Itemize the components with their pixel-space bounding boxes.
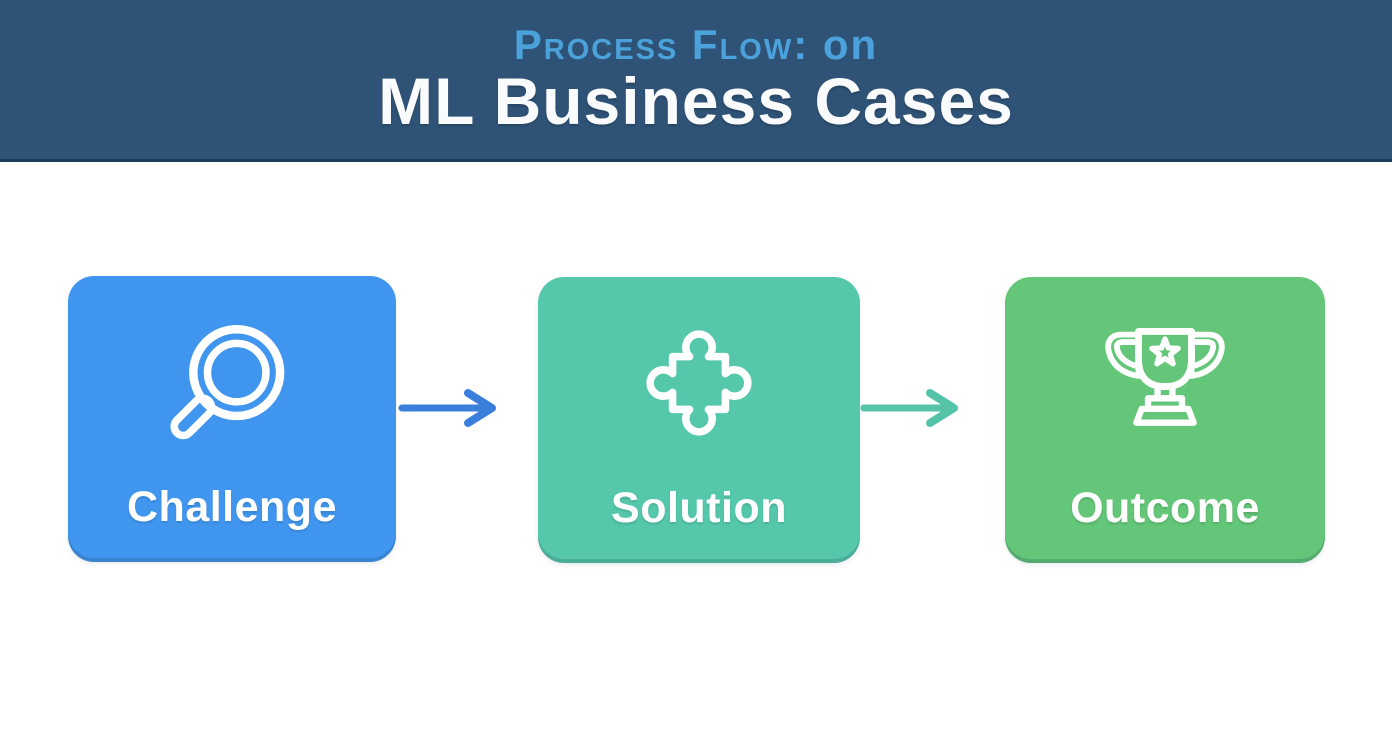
header-banner: Process Flow: on ML Business Cases (0, 0, 1392, 162)
step-card-challenge: Challenge (68, 276, 396, 562)
puzzle-piece-icon (633, 317, 765, 449)
trophy-icon (1095, 317, 1235, 449)
page-title: ML Business Cases (378, 64, 1014, 139)
step-card-outcome: Outcome (1005, 277, 1325, 563)
magnifying-glass-icon (166, 316, 298, 448)
step-label: Outcome (1070, 484, 1260, 532)
step-label: Solution (611, 484, 787, 532)
step-card-solution: Solution (538, 277, 860, 563)
step-label: Challenge (127, 483, 337, 531)
header-subtitle: Process Flow: on (514, 24, 878, 66)
arrow-challenge-to-solution-icon (398, 389, 496, 427)
arrow-solution-to-outcome-icon (860, 389, 958, 427)
header-subtitle-suffix: on (809, 21, 879, 69)
header-subtitle-smallcaps: Process Flow: (513, 21, 810, 69)
